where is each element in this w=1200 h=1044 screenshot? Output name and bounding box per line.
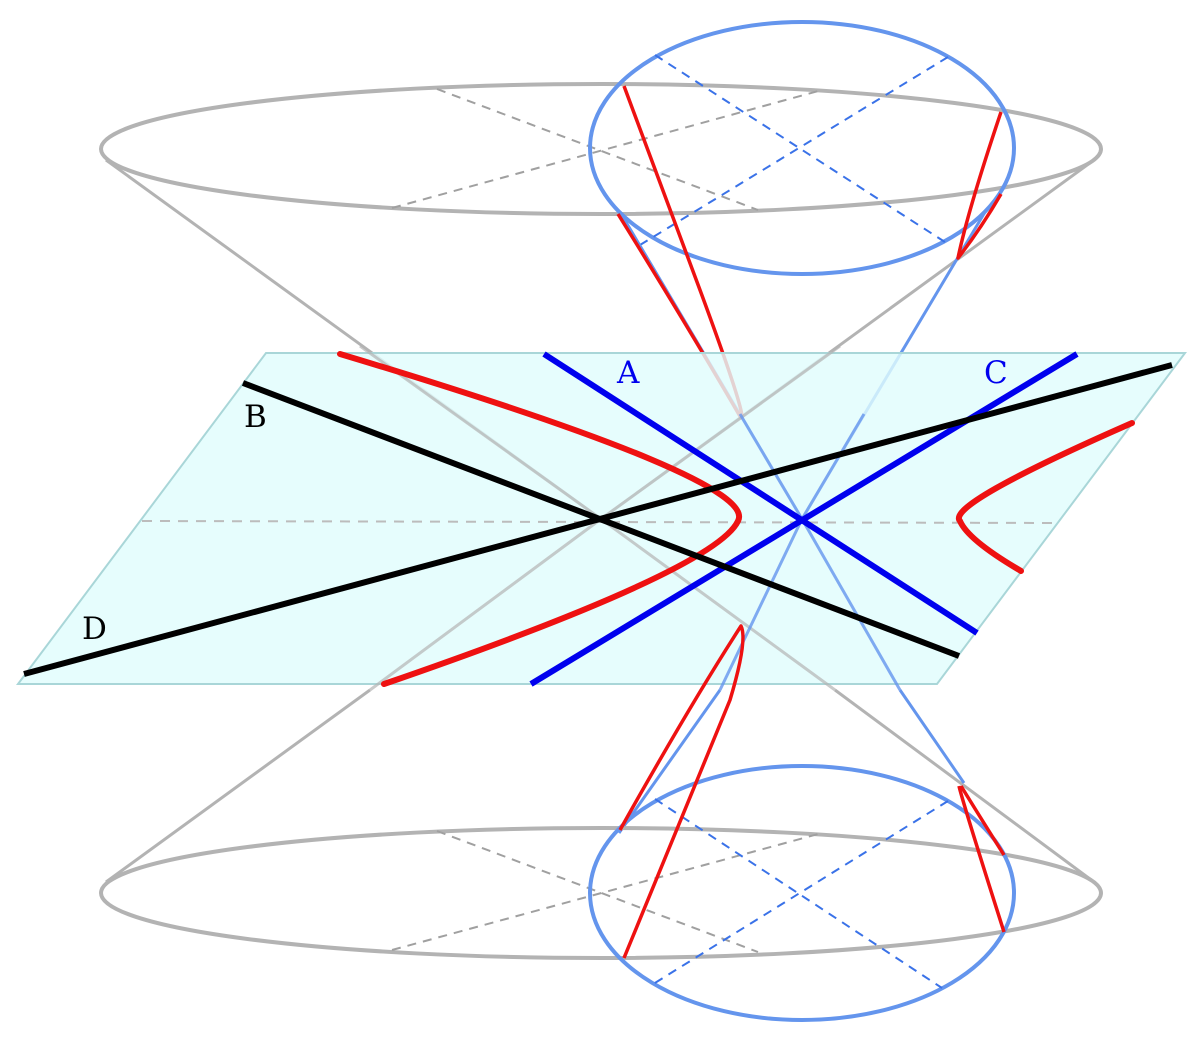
gray-cone-bottom-hidden-lines: [391, 830, 823, 953]
label-c: C: [984, 355, 1008, 391]
label-d: D: [82, 611, 107, 647]
cone-generators-through-plane: [359, 344, 841, 692]
line-pair-black: [23, 362, 1173, 677]
gray-cone-bottom-base: [99, 826, 1103, 960]
blue-cone-bottom-hidden-lines: [649, 798, 949, 989]
label-b: B: [244, 399, 267, 435]
label-a: A: [617, 355, 640, 391]
line-a: [542, 351, 979, 636]
line-d: [23, 362, 1173, 677]
blue-cone-generators-through-plane: [718, 413, 902, 691]
line-c: [529, 351, 1079, 687]
blue-cone-lower-generators: [617, 689, 966, 834]
gray-cone-top-base: [99, 82, 1103, 216]
conic-section-lower: [618, 624, 1006, 959]
gray-cone-lower-generators: [105, 688, 1095, 884]
blue-cone-top-base: [588, 20, 1016, 276]
blue-cone-top-hidden-lines: [639, 54, 949, 246]
blue-cone-bottom-base: [588, 764, 1016, 1022]
plane-hyperbola: [337, 351, 1135, 687]
line-pair-blue: [529, 351, 1079, 687]
gray-cone-top-hidden-lines: [391, 88, 823, 211]
